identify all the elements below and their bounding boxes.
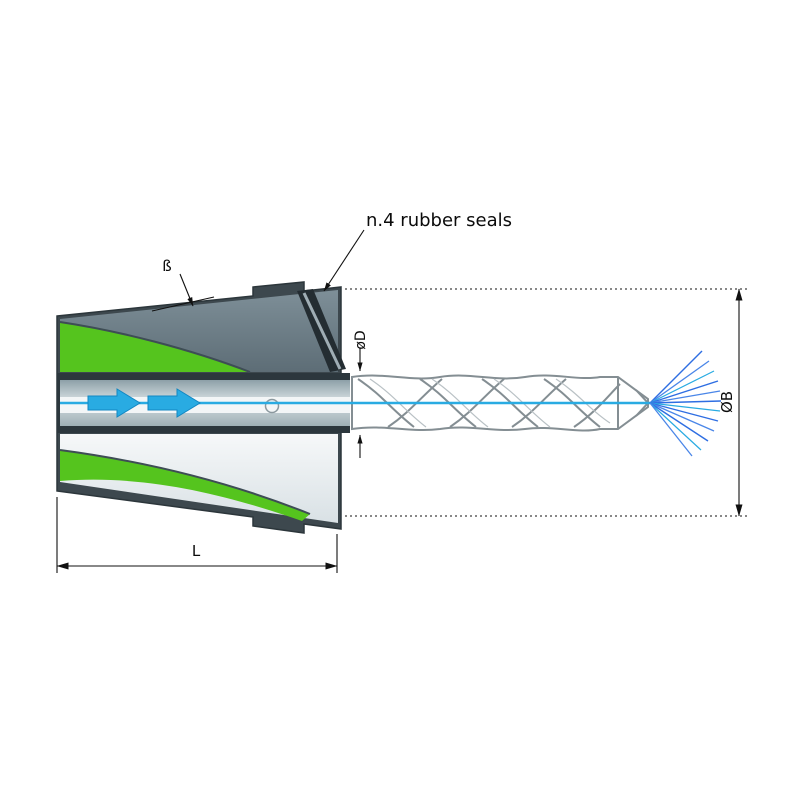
green-band-upper [60, 322, 250, 372]
coolant-flow [60, 350, 722, 457]
drill-outline [351, 374, 649, 432]
taper-angle-reference [151, 296, 215, 312]
dim-length [56, 497, 338, 573]
leader-line-rubber-seals [323, 229, 365, 292]
coolant-arrow-1 [87, 388, 141, 418]
dim-outer-diameter [345, 288, 748, 517]
coolant-spray [649, 350, 722, 457]
green-band-upper-edge [59, 321, 251, 373]
channel-hole [264, 398, 280, 414]
taper-angle-arrow [179, 273, 194, 307]
rubber-seals-label: n.4 rubber seals [366, 210, 513, 231]
rubber-seal-slot-highlight [302, 292, 342, 370]
collet-body [56, 281, 350, 534]
angle-annotation [151, 273, 215, 312]
outer-diameter-label: ØB [718, 390, 736, 414]
length-label: L [191, 542, 201, 560]
hole-diameter-label: øD [353, 330, 369, 350]
green-band-lower [60, 450, 310, 521]
coolant-arrow-2 [147, 388, 201, 418]
taper-angle-label: ß [162, 257, 172, 275]
green-band-lower-edge [59, 449, 311, 515]
